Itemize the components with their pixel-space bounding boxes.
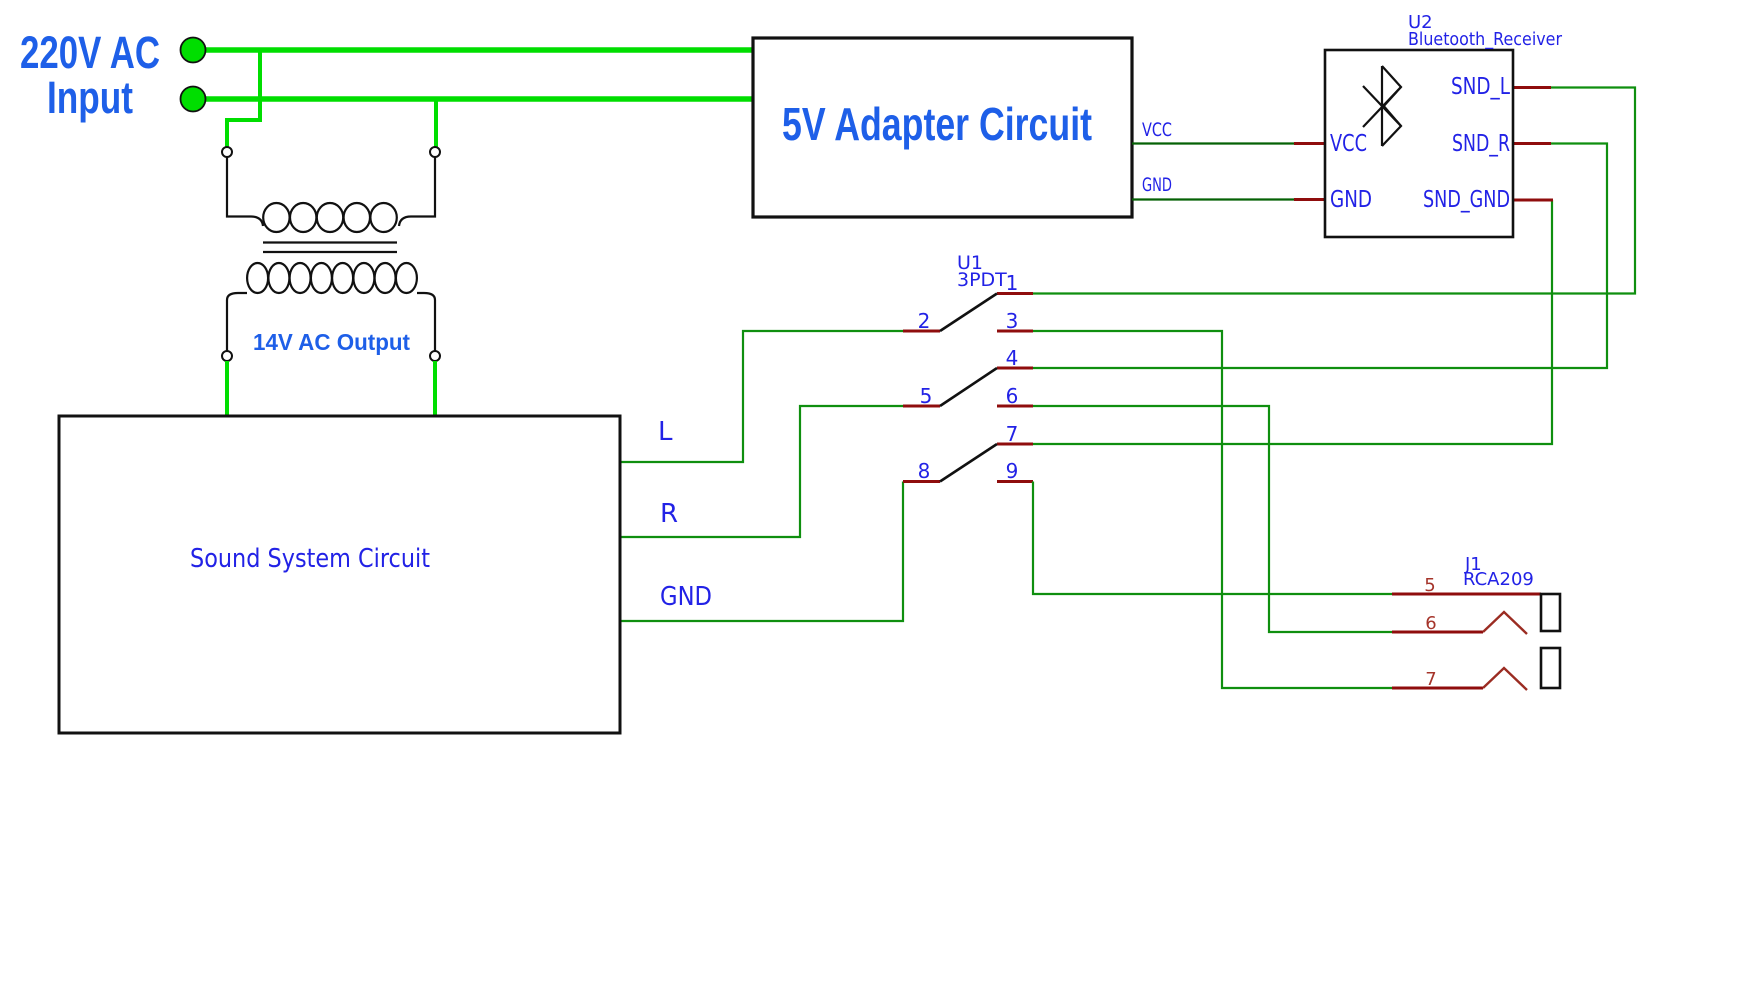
rca-connector-j1: J1 RCA209 5 6 7: [1392, 554, 1562, 691]
adapter-block: 5V Adapter Circuit VCC GND: [751, 36, 1325, 219]
sound-pin-r-label: R: [660, 499, 678, 529]
u1-pin6-number: 6: [1006, 384, 1019, 408]
j1-body-lower: [1539, 646, 1562, 690]
adapter-box: [751, 36, 1134, 219]
adapter-gnd-label: GND: [1142, 174, 1172, 196]
u2-pin-gnd-label: GND: [1330, 187, 1372, 213]
u2-pin-snd-gnd-label: SND_GND: [1423, 187, 1510, 213]
sound-system-block: Sound System Circuit L R GND: [57, 329, 905, 735]
mains-terminal-2: [179, 85, 207, 113]
sound-pin-l-label: L: [658, 417, 673, 447]
u2-pin-vcc-label: VCC: [1330, 131, 1367, 157]
mains-title-line1: 220V AC: [20, 27, 160, 78]
bluetooth-receiver-u2: U2 Bluetooth_Receiver VCC GND SND_L SND_…: [1323, 12, 1563, 239]
net-snd-l: [1033, 86, 1637, 295]
transformer-secondary-lead-right: [417, 291, 437, 351]
u2-pin-snd-r-label: SND_R: [1452, 131, 1510, 157]
sound-pin-gnd-label: GND: [660, 582, 712, 612]
net-aux-b: [1033, 404, 1392, 634]
transformer-output-label: 14V AC Output: [253, 329, 410, 355]
transformer: 14V AC Output: [221, 146, 441, 418]
u1-pin2-number: 2: [918, 309, 931, 333]
transformer-core: [263, 241, 397, 254]
j1-pin7-spring-contact: [1482, 666, 1528, 691]
transformer-primary-lead-right: [397, 157, 437, 227]
j1-ref: J1: [1464, 554, 1482, 575]
transformer-terminal: [221, 350, 233, 362]
u2-box: [1323, 48, 1515, 239]
transformer-secondary-lead-left: [225, 291, 247, 351]
routing-nets: [1031, 86, 1637, 690]
j1-pin7-number: 7: [1425, 669, 1436, 690]
u2-value: Bluetooth_Receiver: [1408, 29, 1563, 50]
mains-terminal-1: [179, 36, 207, 64]
u2-ref: U2: [1408, 12, 1433, 33]
j1-body-upper: [1539, 592, 1562, 633]
j1-pin6-spring-contact: [1482, 610, 1528, 635]
u1-lever-pole2: [939, 366, 998, 408]
net-sound-r: [620, 404, 903, 539]
switch-u1: U1 3PDT 1 2 3 4 5 6 7 8 9: [903, 252, 1033, 483]
u1-pin4-number: 4: [1006, 346, 1019, 370]
adapter-title: 5V Adapter Circuit: [782, 98, 1092, 150]
u1-pin9-number: 9: [1006, 459, 1019, 483]
u1-pin5-number: 5: [920, 384, 933, 408]
bluetooth-icon: [1362, 65, 1403, 147]
transformer-secondary-coil: [246, 261, 418, 295]
j1-pin6-number: 6: [1425, 613, 1436, 634]
transformer-primary-coil: [262, 201, 398, 234]
transformer-terminal: [429, 350, 441, 362]
j1-pin5-number: 5: [1424, 575, 1435, 596]
u1-pin8-number: 8: [918, 459, 931, 483]
net-sound-gnd: [620, 481, 905, 623]
adapter-vcc-label: VCC: [1142, 119, 1172, 141]
net-snd-r: [1033, 142, 1609, 370]
net-aux-a: [1033, 329, 1392, 690]
mains-input: 220V AC Input: [20, 27, 753, 147]
u1-pin3-number: 3: [1006, 309, 1019, 333]
u1-ref: U1: [957, 252, 983, 274]
transformer-terminal: [429, 146, 441, 158]
u2-pin-snd-l-label: SND_L: [1451, 74, 1510, 100]
transformer-primary-lead-left: [225, 157, 265, 227]
sound-system-box: [57, 414, 622, 735]
u1-value: 3PDT: [957, 269, 1007, 291]
sound-system-title: Sound System Circuit: [190, 544, 430, 574]
u1-lever-pole1: [939, 292, 998, 333]
j1-value: RCA209: [1463, 569, 1534, 590]
mains-branch-left: [225, 48, 262, 147]
transformer-terminal: [221, 146, 233, 158]
u1-lever-pole3: [939, 442, 998, 483]
net-sound-l: [620, 329, 903, 464]
u1-pin7-number: 7: [1006, 422, 1019, 446]
net-aux-c: [1031, 481, 1392, 596]
mains-title-line2: Input: [47, 72, 133, 123]
net-snd-gnd: [1033, 200, 1554, 446]
u1-pin1-number: 1: [1006, 271, 1019, 295]
